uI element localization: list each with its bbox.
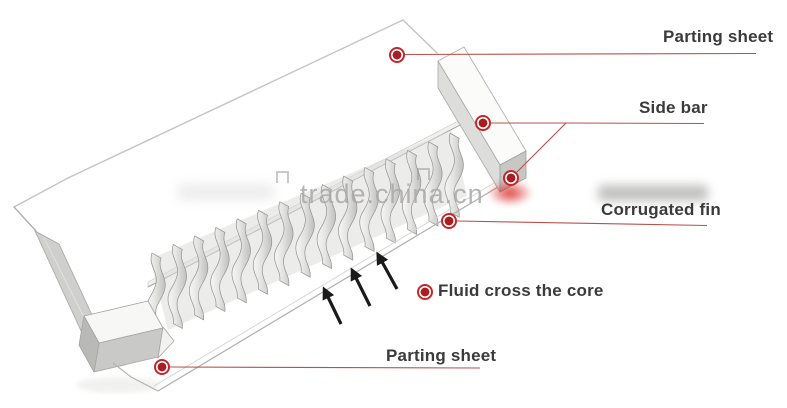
watermark-text: trade.china.cn: [300, 179, 484, 209]
corrugated-fins-shape: [146, 132, 464, 338]
fluid-flow-arrows: [322, 251, 399, 325]
callout-dot-side-bar-top-icon: [475, 115, 491, 131]
callout-leader-lines: [169, 52, 757, 369]
watermark-fragment-glyph: [417, 168, 430, 180]
label-fluid-cross-the-core: Fluid cross the core: [438, 281, 604, 300]
label-corrugated-fin: Corrugated fin: [601, 200, 721, 219]
label-parting-sheet-bottom: Parting sheet: [386, 346, 497, 365]
label-parting-sheet-top: Parting sheet: [663, 27, 774, 46]
callout-dot-side-bar-end-icon: [503, 170, 519, 186]
callout-dot-parting-sheet-top-icon: [389, 47, 405, 63]
label-side-bar: Side bar: [639, 98, 708, 117]
callout-dot-corrugated-fin-icon: [441, 213, 457, 229]
watermark-fragment-glyph: [276, 171, 289, 183]
top-parting-sheet-shape: [13, 19, 438, 232]
left-side-bar-shape: [34, 230, 175, 373]
callout-dot-fluid-cross-icon: [417, 284, 433, 300]
callout-dot-parting-sheet-bottom-icon: [154, 359, 170, 375]
